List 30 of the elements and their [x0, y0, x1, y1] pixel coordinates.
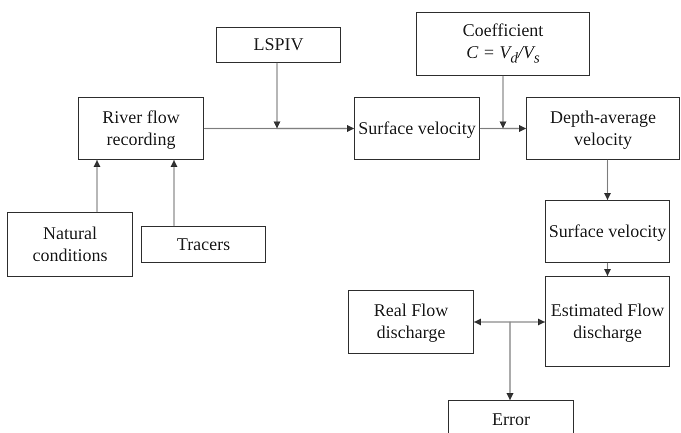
box-label: Error [492, 409, 530, 431]
box-label: Surface velocity [548, 220, 666, 242]
process-box [416, 12, 590, 76]
box-label: Tracers [176, 234, 230, 256]
arrow [94, 160, 100, 212]
process-box [526, 97, 680, 160]
box-label: Estimated Flow discharge [550, 300, 666, 344]
box-label: Depth-average velocity [549, 106, 657, 150]
formula-text: C = V$_{d}$/V$_{s}$ [466, 42, 540, 68]
process-box [545, 276, 670, 367]
process-box [545, 200, 670, 263]
process-box [354, 97, 480, 160]
box-label: Coefficient [462, 20, 544, 42]
arrow [604, 263, 611, 276]
arrow [604, 160, 611, 200]
box-label: River flow recording [101, 106, 181, 150]
arrow [506, 318, 545, 400]
process-box [78, 97, 204, 160]
arrow [500, 76, 526, 132]
process-box [348, 290, 474, 354]
box-label: Surface velocity [358, 118, 476, 140]
box-label: Real Flow discharge [372, 300, 450, 344]
process-box [141, 226, 266, 263]
box-label: Natural conditions [32, 222, 108, 266]
arrow [170, 160, 178, 226]
process-box [216, 27, 341, 63]
arrow [274, 63, 354, 132]
process-box [448, 400, 574, 433]
box-label: LSPIV [253, 34, 304, 56]
process-box [7, 212, 133, 277]
